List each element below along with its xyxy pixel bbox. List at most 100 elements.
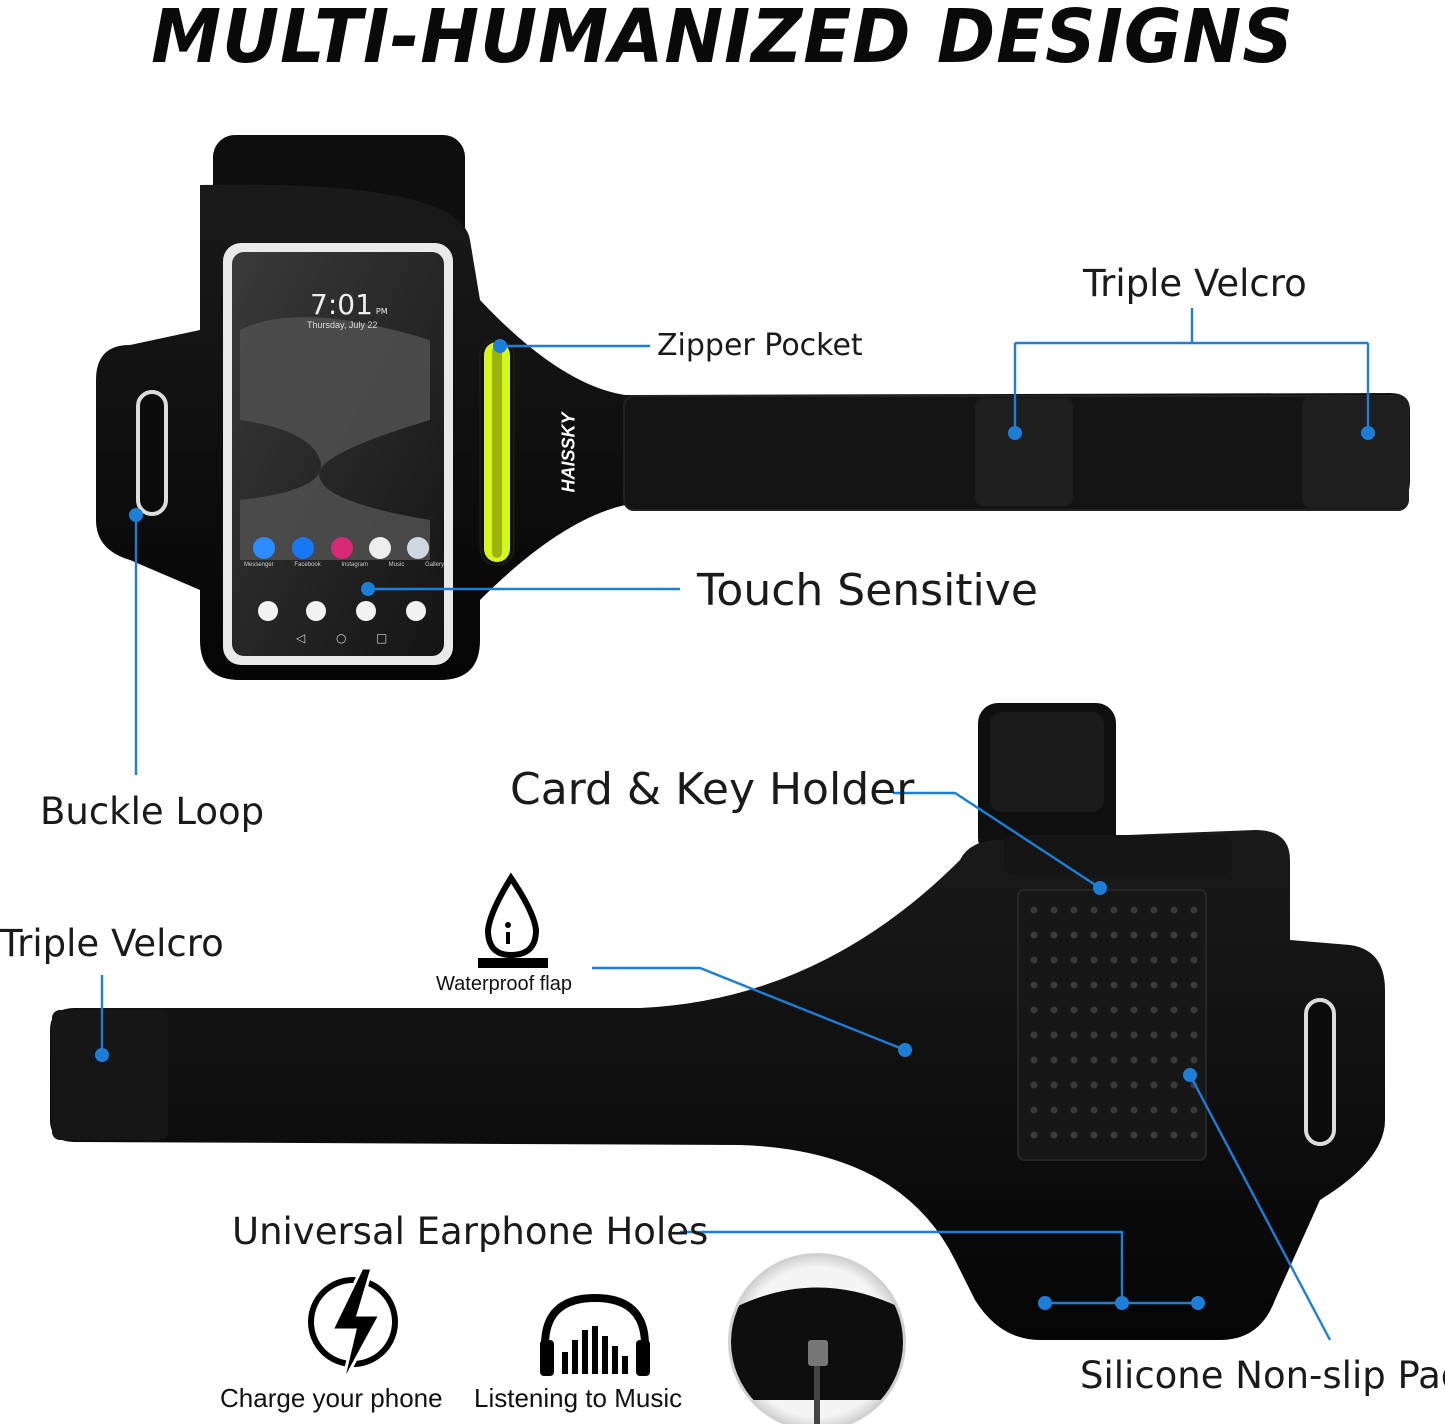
- label-triple-velcro-top: Triple Velcro: [1083, 262, 1307, 305]
- silicone-stud: [1110, 1081, 1118, 1089]
- silicone-stud: [1170, 931, 1178, 939]
- silicone-stud: [1050, 1031, 1058, 1039]
- silicone-stud: [1030, 956, 1038, 964]
- silicone-stud: [1050, 1131, 1058, 1139]
- silicone-stud: [1110, 1131, 1118, 1139]
- silicone-stud: [1150, 931, 1158, 939]
- silicone-stud: [1090, 1056, 1098, 1064]
- label-waterproof-flap: Waterproof flap: [436, 973, 572, 995]
- silicone-stud: [1110, 981, 1118, 989]
- silicone-stud: [1050, 1106, 1058, 1114]
- svg-text:◁: ◁: [295, 631, 305, 645]
- silicone-stud: [1070, 1081, 1078, 1089]
- callout-lines: [100, 308, 1370, 1341]
- silicone-stud: [1030, 1106, 1038, 1114]
- silicone-stud: [1070, 981, 1078, 989]
- label-zipper-pocket: Zipper Pocket: [657, 328, 863, 363]
- silicone-stud: [1150, 1131, 1158, 1139]
- silicone-stud: [1030, 981, 1038, 989]
- silicone-stud: [1090, 1031, 1098, 1039]
- silicone-stud: [1110, 956, 1118, 964]
- waterproof-icon: [478, 872, 548, 968]
- silicone-stud: [1190, 931, 1198, 939]
- phone-app-labels: Messenger Facebook Instagram Music Galle…: [244, 562, 444, 568]
- silicone-stud: [1150, 1081, 1158, 1089]
- front-armband: ◁ ○ □: [96, 135, 1410, 680]
- silicone-stud: [1150, 1006, 1158, 1014]
- silicone-stud: [1130, 1006, 1138, 1014]
- label-triple-velcro-bottom: Triple Velcro: [0, 922, 224, 965]
- silicone-stud: [1130, 1056, 1138, 1064]
- silicone-stud: [1030, 1056, 1038, 1064]
- silicone-stud: [1050, 1081, 1058, 1089]
- silicone-stud: [1070, 956, 1078, 964]
- silicone-stud: [1090, 1106, 1098, 1114]
- lightning-icon: [308, 1266, 398, 1386]
- silicone-stud: [1050, 1056, 1058, 1064]
- silicone-stud: [1030, 1131, 1038, 1139]
- feature-label-music: Listening to Music: [474, 1383, 683, 1413]
- silicone-stud: [1070, 906, 1078, 914]
- silicone-stud: [1190, 1056, 1198, 1064]
- silicone-stud: [1170, 1081, 1178, 1089]
- phone-date: Thursday, July 22: [307, 320, 378, 330]
- label-silicone-pad: Silicone Non-slip Pad: [1080, 1354, 1445, 1397]
- silicone-stud: [1050, 906, 1058, 914]
- silicone-stud: [1110, 1006, 1118, 1014]
- silicone-stud: [1110, 931, 1118, 939]
- silicone-stud: [1030, 1081, 1038, 1089]
- silicone-stud: [1090, 1131, 1098, 1139]
- silicone-stud: [1050, 956, 1058, 964]
- silicone-stud: [1150, 956, 1158, 964]
- silicone-stud: [1070, 1056, 1078, 1064]
- silicone-stud: [1090, 956, 1098, 964]
- silicone-stud: [1110, 1106, 1118, 1114]
- silicone-stud: [1030, 1006, 1038, 1014]
- silicone-stud: [1170, 1031, 1178, 1039]
- silicone-stud: [1190, 906, 1198, 914]
- silicone-stud: [1050, 1006, 1058, 1014]
- silicone-stud: [1090, 931, 1098, 939]
- silicone-stud: [1190, 1031, 1198, 1039]
- silicone-stud: [1030, 906, 1038, 914]
- app-label: Music: [388, 562, 405, 568]
- silicone-stud: [1190, 981, 1198, 989]
- callout-dots: [95, 339, 1375, 1310]
- silicone-stud: [1050, 931, 1058, 939]
- silicone-stud: [1130, 1106, 1138, 1114]
- silicone-stud: [1150, 1106, 1158, 1114]
- silicone-stud: [1070, 1131, 1078, 1139]
- earphone-hole-inset: [728, 1253, 906, 1424]
- label-card-key-holder: Card & Key Holder: [510, 764, 915, 815]
- svg-text:□: □: [376, 631, 387, 645]
- silicone-stud: [1170, 1131, 1178, 1139]
- silicone-stud: [1170, 1106, 1178, 1114]
- silicone-stud: [1170, 956, 1178, 964]
- page-title: MULTI-HUMANIZED DESIGNS: [151, 0, 1294, 80]
- app-label: Facebook: [294, 562, 321, 568]
- silicone-stud: [1130, 906, 1138, 914]
- feature-label-charge: Charge your phone: [220, 1383, 443, 1413]
- silicone-stud: [1130, 1131, 1138, 1139]
- silicone-stud: [1070, 1031, 1078, 1039]
- headphones-music-icon: [540, 1293, 650, 1376]
- silicone-stud: [1090, 981, 1098, 989]
- silicone-stud: [1190, 1106, 1198, 1114]
- silicone-stud: [1130, 931, 1138, 939]
- label-universal-earphone-holes: Universal Earphone Holes: [232, 1210, 709, 1253]
- silicone-stud: [1030, 1031, 1038, 1039]
- label-buckle-loop: Buckle Loop: [40, 790, 265, 833]
- app-label: Instagram: [341, 562, 369, 568]
- silicone-stud: [1150, 1031, 1158, 1039]
- silicone-stud: [1110, 906, 1118, 914]
- app-label: Gallery: [424, 562, 444, 568]
- silicone-stud: [1110, 1031, 1118, 1039]
- silicone-stud: [1170, 906, 1178, 914]
- silicone-stud: [1070, 1006, 1078, 1014]
- silicone-stud: [1190, 956, 1198, 964]
- brand-logo: HAISSKY: [558, 412, 579, 493]
- silicone-stud: [1190, 1131, 1198, 1139]
- silicone-stud: [1130, 1031, 1138, 1039]
